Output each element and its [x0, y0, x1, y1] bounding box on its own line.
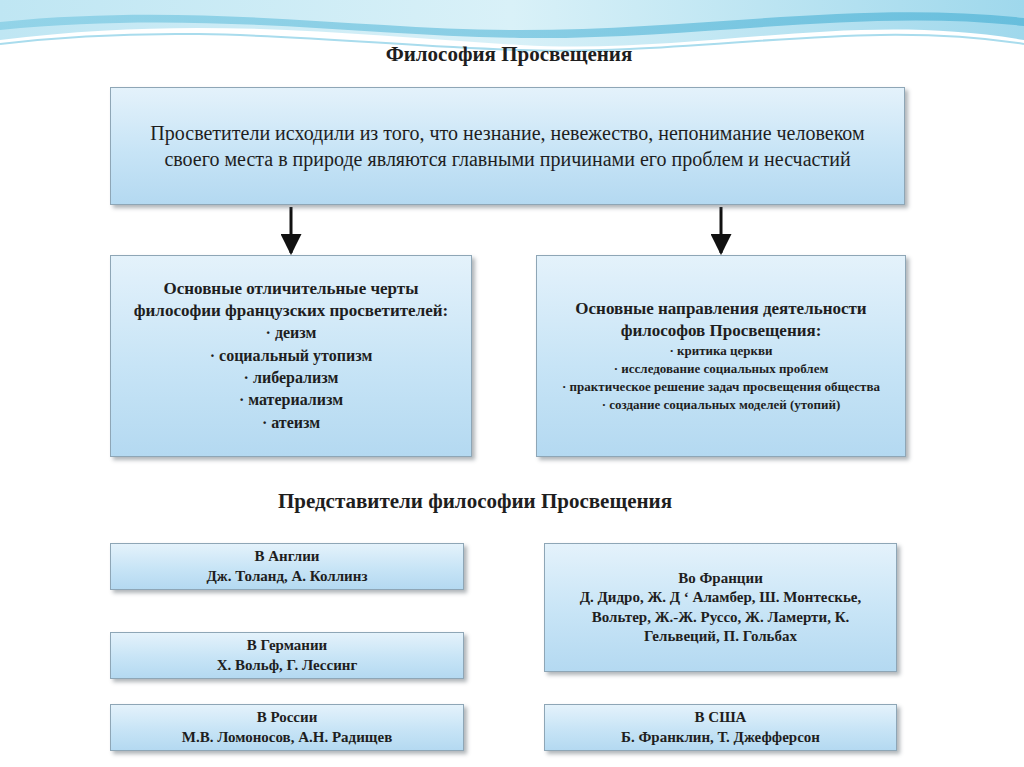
feature-box: Основные отличительные черты философии ф…	[110, 255, 472, 457]
box-heading: Во Франции	[678, 569, 763, 589]
country-box: В СШАБ. Франклин, Т. Джефферсон	[544, 704, 897, 751]
country-box: Во ФранцииД. Дидро, Ж. Д ‘ Аламбер, Ш. М…	[544, 543, 897, 672]
section-heading: Представители философии Просвещения	[150, 489, 800, 514]
box-text: · социальный утопизм	[210, 345, 373, 367]
arrow-connector	[720, 207, 723, 253]
box-heading: Основные отличительные черты философии ф…	[125, 278, 457, 322]
box-heading: В Германии	[247, 636, 327, 656]
box-text: · практическое решение задач просвещения…	[562, 378, 880, 396]
box-text: Б. Франклин, Т. Джефферсон	[621, 728, 820, 748]
top-wave	[0, 0, 1024, 46]
box-heading: Основные направления деятельности филосо…	[551, 298, 891, 342]
box-text: · исследование социальных проблем	[614, 360, 829, 378]
box-heading: В США	[695, 708, 747, 728]
box-heading: Просветители исходили из того, что незна…	[135, 120, 880, 172]
arrow-connector	[290, 207, 293, 253]
box-heading: В России	[257, 708, 318, 728]
box-text: · деизм	[266, 322, 317, 344]
country-box: В РоссииМ.В. Ломоносов, А.Н. Радищев	[110, 704, 464, 751]
box-text: · либерализм	[244, 367, 339, 389]
box-text: · критика церкви	[669, 342, 772, 360]
box-text: Дж. Толанд, А. Коллинз	[207, 567, 368, 587]
box-heading: В Англии	[255, 547, 320, 567]
box-text: · создание социальных моделей (утопий)	[602, 396, 841, 414]
box-text: · атеизм	[262, 412, 320, 434]
feature-box: Основные направления деятельности филосо…	[536, 255, 906, 457]
box-text: · материализм	[239, 389, 343, 411]
thesis-box: Просветители исходили из того, что незна…	[110, 87, 905, 205]
diagram-title: Философия Просвещения	[200, 42, 818, 67]
box-text: М.В. Ломоносов, А.Н. Радищев	[182, 728, 393, 748]
box-text: Д. Дидро, Ж. Д ‘ Аламбер, Ш. Монтескье, …	[559, 588, 882, 647]
country-box: В АнглииДж. Толанд, А. Коллинз	[110, 543, 464, 590]
country-box: В ГерманииХ. Вольф, Г. Лессинг	[110, 632, 464, 679]
box-text: Х. Вольф, Г. Лессинг	[217, 656, 358, 676]
